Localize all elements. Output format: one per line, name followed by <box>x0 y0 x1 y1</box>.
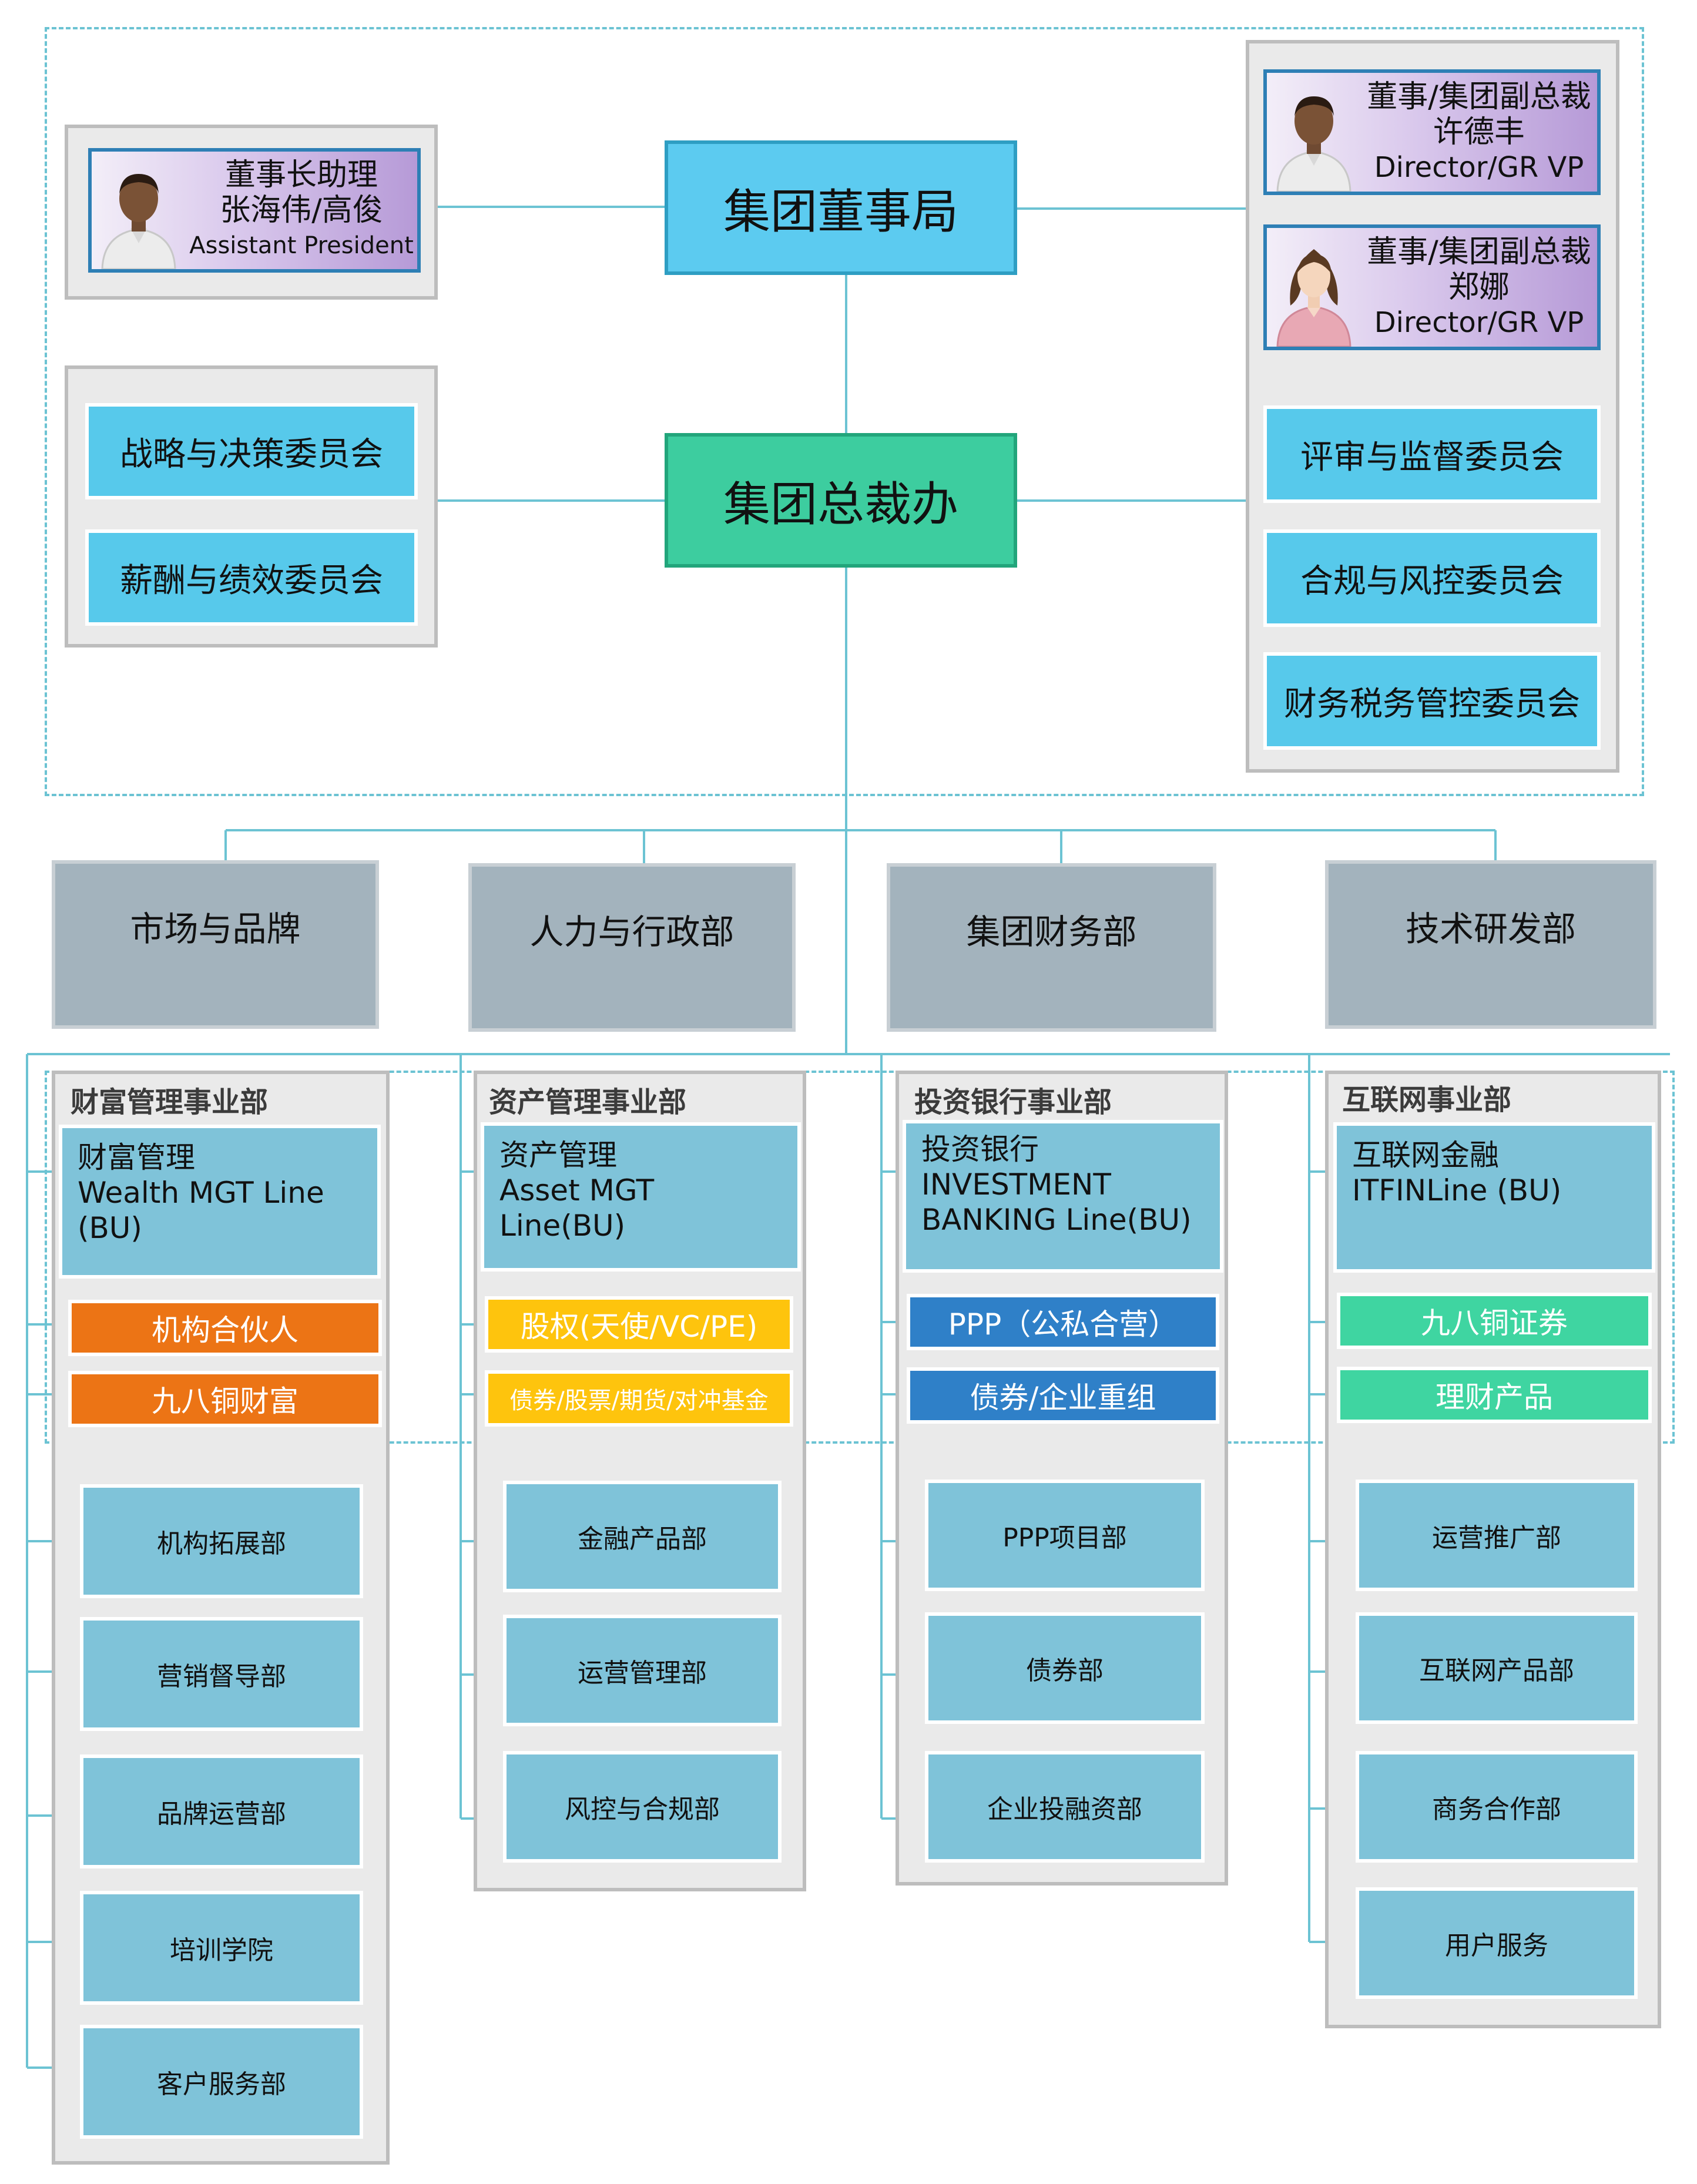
bu-ib-head: 投资银行 INVESTMENT BANKING Line(BU) <box>903 1120 1223 1273</box>
bu-asset-title: 资产管理事业部 <box>489 1086 687 1119</box>
bu-asset-head: 资产管理 Asset MGT Line(BU) <box>481 1122 801 1272</box>
dept-training-academy[interactable]: 培训学院 <box>80 1891 363 2005</box>
female-avatar <box>1267 228 1361 347</box>
dept-risk-compliance[interactable]: 风控与合规部 <box>503 1751 782 1863</box>
bu-asset-head-cn: 资产管理 <box>499 1138 617 1172</box>
bu-ib-head-en1: INVESTMENT <box>921 1168 1111 1202</box>
bu-internet-title: 互联网事业部 <box>1342 1083 1512 1116</box>
vp1-en-title: Director/GR VP <box>1374 151 1584 184</box>
tag-98-securities[interactable]: 九八铜证券 <box>1337 1293 1652 1349</box>
dept-bonds[interactable]: 债券部 <box>925 1612 1205 1724</box>
bu-internet-head-en: ITFINLine (BU) <box>1352 1173 1562 1207</box>
vp2-title: 董事/集团副总裁 <box>1367 234 1591 270</box>
function-hr-admin[interactable]: 人力与行政部 <box>468 863 796 1032</box>
bu-wealth-head-en: Wealth MGT Line (BU) <box>78 1176 324 1245</box>
tag-bond-restructuring[interactable]: 债券/企业重组 <box>907 1367 1219 1424</box>
group-board[interactable]: 集团董事局 <box>665 140 1017 275</box>
male-avatar <box>92 152 186 269</box>
dept-marketing-supervision[interactable]: 营销督导部 <box>80 1617 363 1731</box>
bu-wealth-head-cn: 财富管理 <box>78 1140 195 1175</box>
dept-institution-expansion[interactable]: 机构拓展部 <box>80 1484 363 1598</box>
bu-tags-boundary <box>45 1071 1675 1444</box>
bu-ib-head-en2: BANKING Line(BU) <box>921 1203 1192 1237</box>
dept-financial-products[interactable]: 金融产品部 <box>503 1481 782 1592</box>
committee-review[interactable]: 评审与监督委员会 <box>1263 405 1601 503</box>
tag-institution-partner[interactable]: 机构合伙人 <box>68 1300 382 1356</box>
committee-strategy[interactable]: 战略与决策委员会 <box>85 403 418 499</box>
dept-ppp-projects[interactable]: PPP项目部 <box>925 1480 1205 1591</box>
tag-wealth-products[interactable]: 理财产品 <box>1337 1367 1652 1423</box>
committee-finance-tax[interactable]: 财务税务管控委员会 <box>1263 652 1601 750</box>
committee-compliance[interactable]: 合规与风控委员会 <box>1263 529 1601 627</box>
tag-ppp[interactable]: PPP（公私合营） <box>907 1294 1219 1350</box>
function-group-finance[interactable]: 集团财务部 <box>887 863 1216 1032</box>
assistant-president-card: 董事长助理 张海伟/高俊 Assistant President <box>88 148 421 273</box>
vp1-title: 董事/集团副总裁 <box>1367 79 1591 115</box>
dept-corporate-financing[interactable]: 企业投融资部 <box>925 1751 1205 1863</box>
bu-internet-head-cn: 互联网金融 <box>1352 1138 1499 1172</box>
vp2-en-title: Director/GR VP <box>1374 306 1584 339</box>
tag-bonds-stocks-hedge[interactable]: 债券/股票/期货/对冲基金 <box>485 1370 793 1427</box>
tag-equity[interactable]: 股权(天使/VC/PE) <box>485 1296 793 1353</box>
bu-internet-head: 互联网金融 ITFINLine (BU) <box>1333 1122 1655 1273</box>
bu-wealth-head: 财富管理 Wealth MGT Line (BU) <box>59 1125 381 1279</box>
function-marketing-brand[interactable]: 市场与品牌 <box>52 860 379 1029</box>
function-tech-rd[interactable]: 技术研发部 <box>1325 860 1656 1029</box>
bu-ib-title: 投资银行事业部 <box>914 1086 1112 1119</box>
bu-wealth-title: 财富管理事业部 <box>71 1086 269 1119</box>
dept-brand-operations[interactable]: 品牌运营部 <box>80 1754 363 1868</box>
vp2-name: 郑娜 <box>1448 270 1510 305</box>
committee-compensation[interactable]: 薪酬与绩效委员会 <box>85 529 418 626</box>
bu-asset-head-en: Asset MGT Line(BU) <box>499 1173 655 1243</box>
assistant-en-title: Assistant President <box>189 232 414 259</box>
dept-user-service[interactable]: 用户服务 <box>1356 1887 1638 1999</box>
dept-operations-promotion[interactable]: 运营推广部 <box>1356 1480 1638 1591</box>
assistant-name: 张海伟/高俊 <box>220 193 383 228</box>
vp2-card: 董事/集团副总裁 郑娜 Director/GR VP <box>1263 224 1601 350</box>
dept-operations-management[interactable]: 运营管理部 <box>503 1615 782 1726</box>
governance-boundary <box>45 27 1644 796</box>
vp1-card: 董事/集团副总裁 许德丰 Director/GR VP <box>1263 69 1601 195</box>
tag-98-wealth[interactable]: 九八铜财富 <box>68 1371 382 1427</box>
assistant-title: 董事长助理 <box>224 157 378 193</box>
president-office[interactable]: 集团总裁办 <box>665 433 1017 568</box>
vp1-name: 许德丰 <box>1433 115 1525 150</box>
dept-business-cooperation[interactable]: 商务合作部 <box>1356 1751 1638 1863</box>
dept-customer-service[interactable]: 客户服务部 <box>80 2025 363 2139</box>
male-avatar <box>1267 73 1361 192</box>
bu-ib-head-cn: 投资银行 <box>921 1132 1039 1166</box>
dept-internet-products[interactable]: 互联网产品部 <box>1356 1612 1638 1724</box>
